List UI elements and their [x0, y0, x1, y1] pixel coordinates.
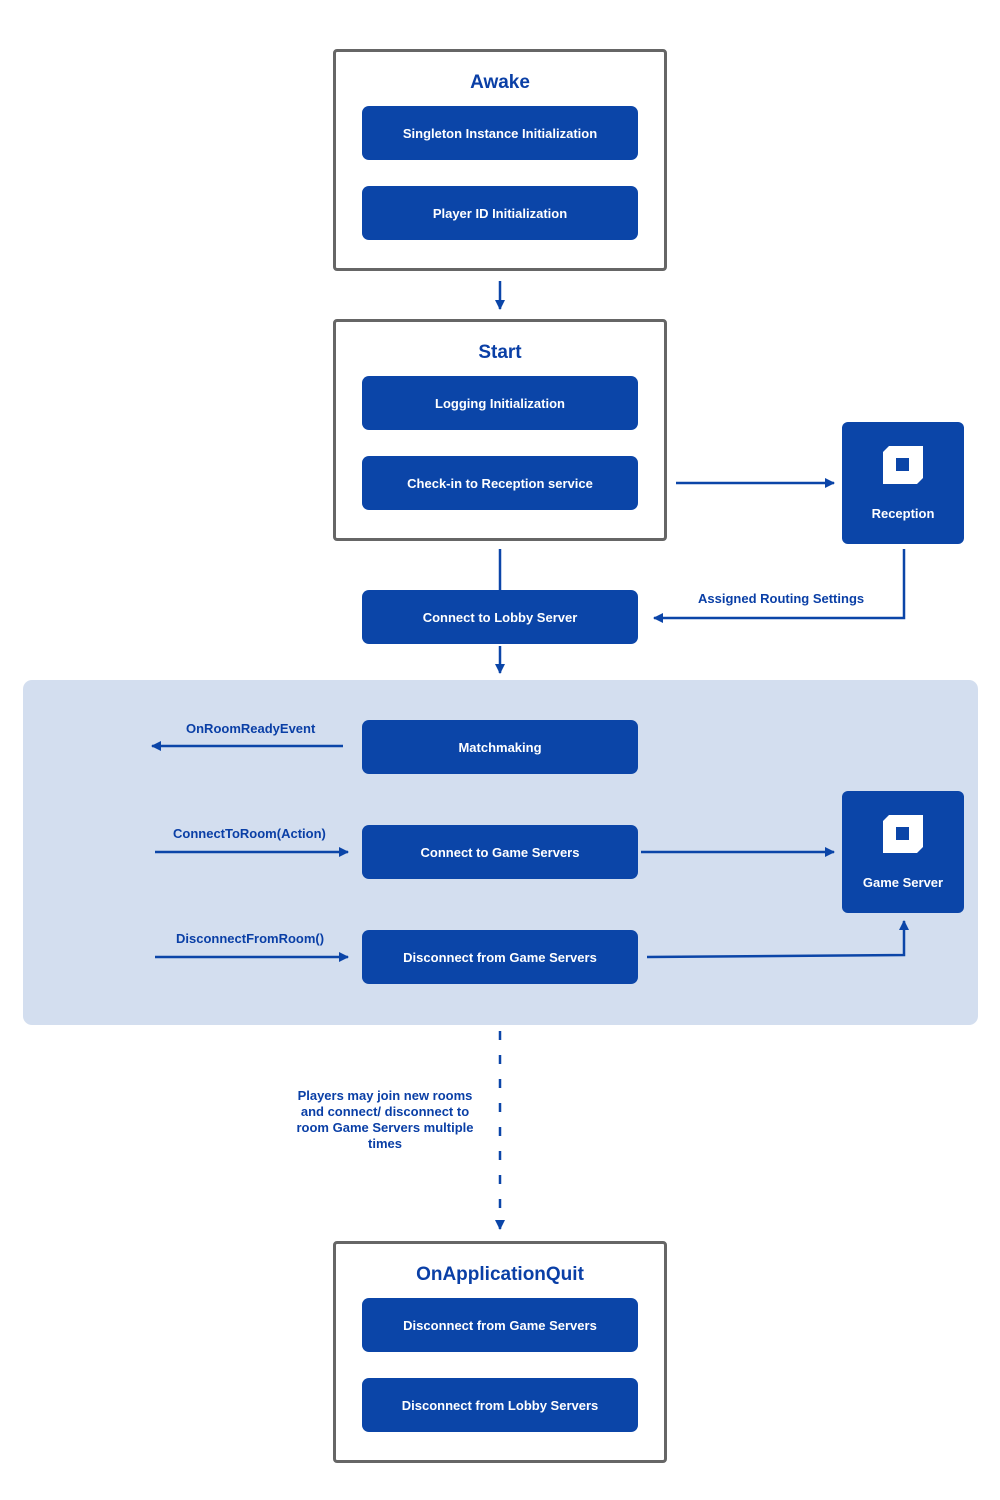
connect-lobby-step: Connect to Lobby Server [362, 590, 638, 644]
singleton-init-step: Singleton Instance Initialization [362, 106, 638, 160]
start-title: Start [478, 342, 522, 363]
on-room-ready-event-label: OnRoomReadyEvent [186, 721, 316, 736]
disconnect-game-servers-step: Disconnect from Game Servers [362, 930, 638, 984]
game-server-label: Game Server [862, 875, 944, 890]
rejoin-note: Players may join new rooms and connect/ … [296, 1088, 474, 1151]
check-in-reception-step: Check-in to Reception service [362, 456, 638, 510]
matchmaking-step: Matchmaking [362, 720, 638, 774]
player-id-init-step: Player ID Initialization [362, 186, 638, 240]
disconnect-from-room-label: DisconnectFromRoom() [176, 931, 325, 946]
service-cube-icon [883, 446, 923, 484]
disconnect-to-game-server-arrow [646, 920, 909, 959]
reception-service: Reception [842, 422, 964, 544]
connect-game-servers-step: Connect to Game Servers [362, 825, 638, 879]
quit-title: OnApplicationQuit [416, 1264, 584, 1285]
game-server-service: Game Server [842, 791, 964, 913]
quit-disconnect-game-step: Disconnect from Game Servers [362, 1298, 638, 1352]
quit-disconnect-lobby-step: Disconnect from Lobby Servers [362, 1378, 638, 1432]
routing-return-arrow [653, 549, 906, 623]
reception-label: Reception [871, 506, 935, 521]
routing-settings-label: Assigned Routing Settings [698, 591, 865, 606]
awake-title: Awake [470, 72, 530, 93]
service-cube-icon [883, 815, 923, 853]
connect-to-room-label: ConnectToRoom(Action) [173, 826, 326, 841]
logging-init-step: Logging Initialization [362, 376, 638, 430]
